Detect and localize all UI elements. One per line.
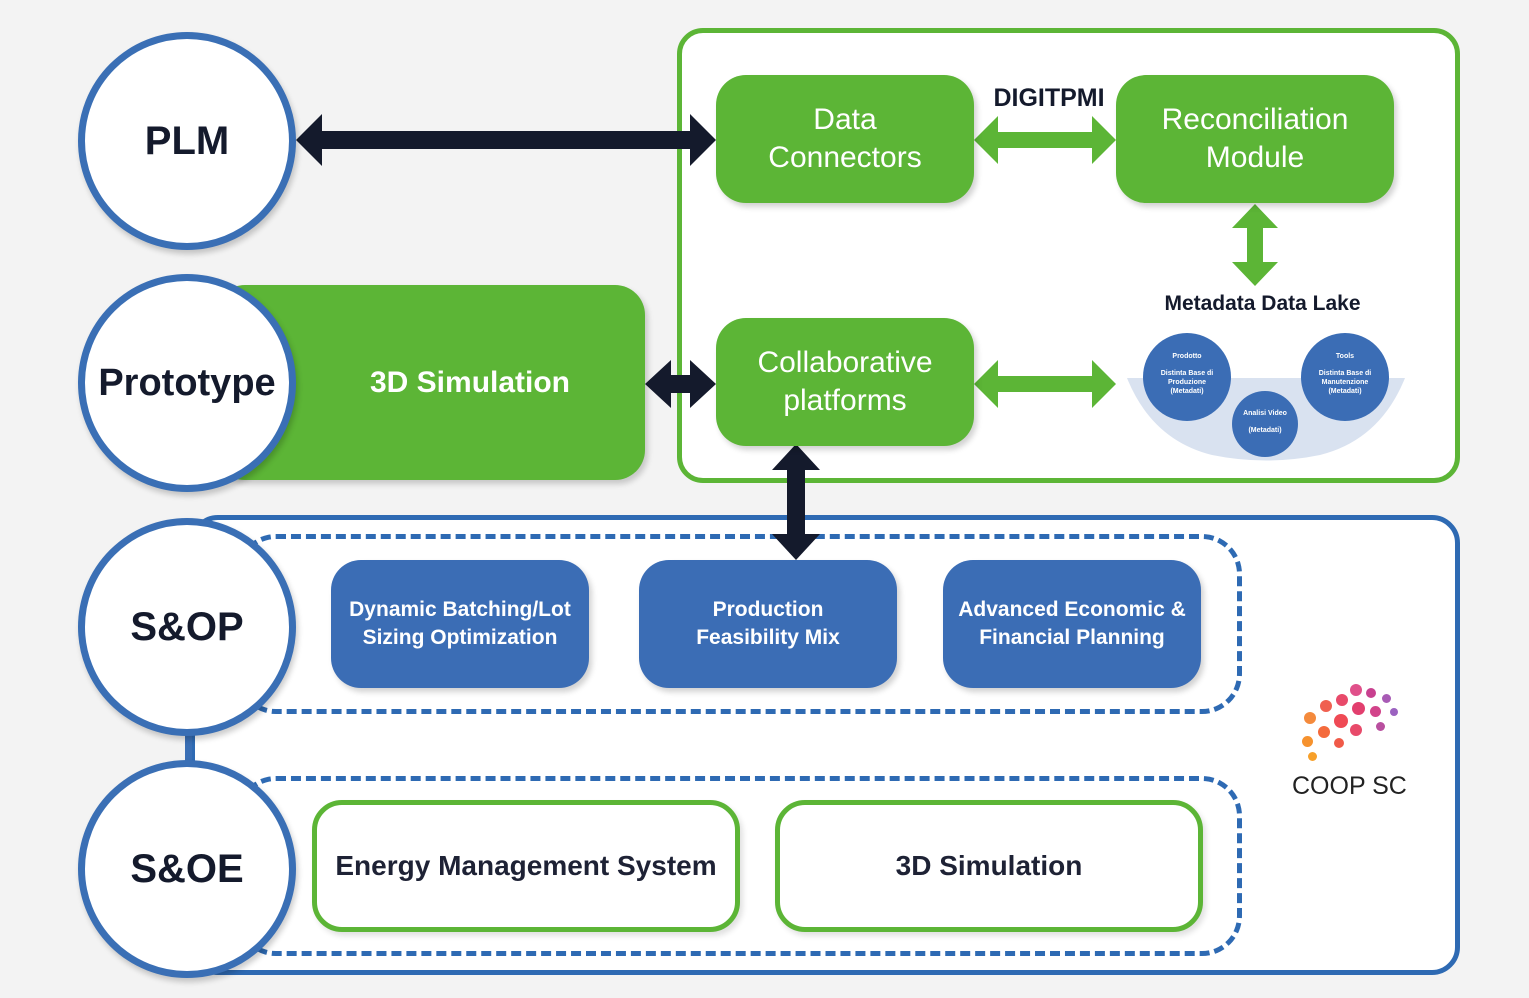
lake-circle-video bbox=[1232, 391, 1298, 457]
data-connectors-box: Data Connectors bbox=[716, 75, 974, 203]
collaborative-platforms-box: Collaborative platforms bbox=[716, 318, 974, 446]
sop-module-production-feasibility-label: Production Feasibility Mix bbox=[696, 598, 840, 649]
logo-text: COOP SC bbox=[1292, 772, 1407, 800]
prototype-label: Prototype bbox=[98, 361, 276, 404]
lake-circle-tools bbox=[1301, 333, 1389, 421]
collab-lake-arrow bbox=[974, 360, 1116, 408]
sop-soe-link bbox=[185, 705, 192, 785]
soe-module-3d-simulation-label: 3D Simulation bbox=[895, 850, 1083, 881]
sop-label: S&OP bbox=[130, 604, 244, 649]
lake-item-tools-text: Distinta Base di Manutenzione (Metadati) bbox=[1318, 370, 1372, 395]
lake-item-product-text: Distinta Base di Produzione (Metadati) bbox=[1160, 370, 1214, 395]
sop-module-financial-planning: Advanced Economic & Financial Planning bbox=[943, 560, 1201, 688]
sop-module-financial-planning-label: Advanced Economic & Financial Planning bbox=[958, 598, 1186, 649]
plm-connector-arrow bbox=[296, 114, 716, 166]
reconciliation-module-label: Reconciliation Module bbox=[1161, 103, 1349, 174]
prototype-circle: Prototype bbox=[78, 274, 296, 492]
reconciliation-metadata-arrow bbox=[1232, 204, 1278, 286]
prototype-3d-simulation-label: 3D Simulation bbox=[369, 365, 571, 399]
metadata-data-lake-label: Metadata Data Lake bbox=[1164, 292, 1361, 315]
soe-circle: S&OE bbox=[78, 760, 296, 978]
sop-module-dynamic-batching: Dynamic Batching/Lot Sizing Optimization bbox=[331, 560, 589, 688]
plm-circle: PLM bbox=[78, 32, 296, 250]
collaborative-platforms-label: Collaborative platforms bbox=[757, 346, 933, 417]
lake-item-tools-title: Tools bbox=[1335, 353, 1355, 360]
lake-circle-product bbox=[1143, 333, 1231, 421]
lake-item-product-title: Prodotto bbox=[1172, 353, 1202, 360]
sop-module-dynamic-batching-label: Dynamic Batching/Lot Sizing Optimization bbox=[349, 598, 571, 649]
sop-module-production-feasibility: Production Feasibility Mix bbox=[639, 560, 897, 688]
lake-item-video-title: Analisi Video bbox=[1243, 410, 1287, 417]
lake-item-product: Prodotto Distinta Base di Produzione (Me… bbox=[1143, 352, 1231, 396]
connectors-reconciliation-arrow bbox=[974, 116, 1116, 164]
data-connectors-label: Data Connectors bbox=[768, 103, 922, 174]
lake-item-video-text: (Metadati) bbox=[1248, 427, 1282, 434]
collab-production-arrow bbox=[772, 444, 820, 560]
simulation-collab-arrow bbox=[645, 360, 716, 408]
reconciliation-module-box: Reconciliation Module bbox=[1116, 75, 1394, 203]
logo-dot-cluster bbox=[1290, 680, 1420, 770]
sop-circle: S&OP bbox=[78, 518, 296, 736]
soe-module-energy-management-label: Energy Management System bbox=[335, 850, 717, 881]
coop-sc-logo: COOP SC bbox=[1290, 680, 1420, 810]
plm-label: PLM bbox=[144, 118, 230, 163]
soe-module-energy-management: Energy Management System bbox=[312, 800, 740, 932]
soe-label: S&OE bbox=[130, 846, 244, 891]
lake-item-video: Analisi Video (Metadati) bbox=[1232, 409, 1298, 435]
digitpmi-title: DIGITPMI bbox=[993, 84, 1105, 112]
lake-item-tools: Tools Distinta Base di Manutenzione (Met… bbox=[1301, 352, 1389, 396]
soe-module-3d-simulation: 3D Simulation bbox=[775, 800, 1203, 932]
